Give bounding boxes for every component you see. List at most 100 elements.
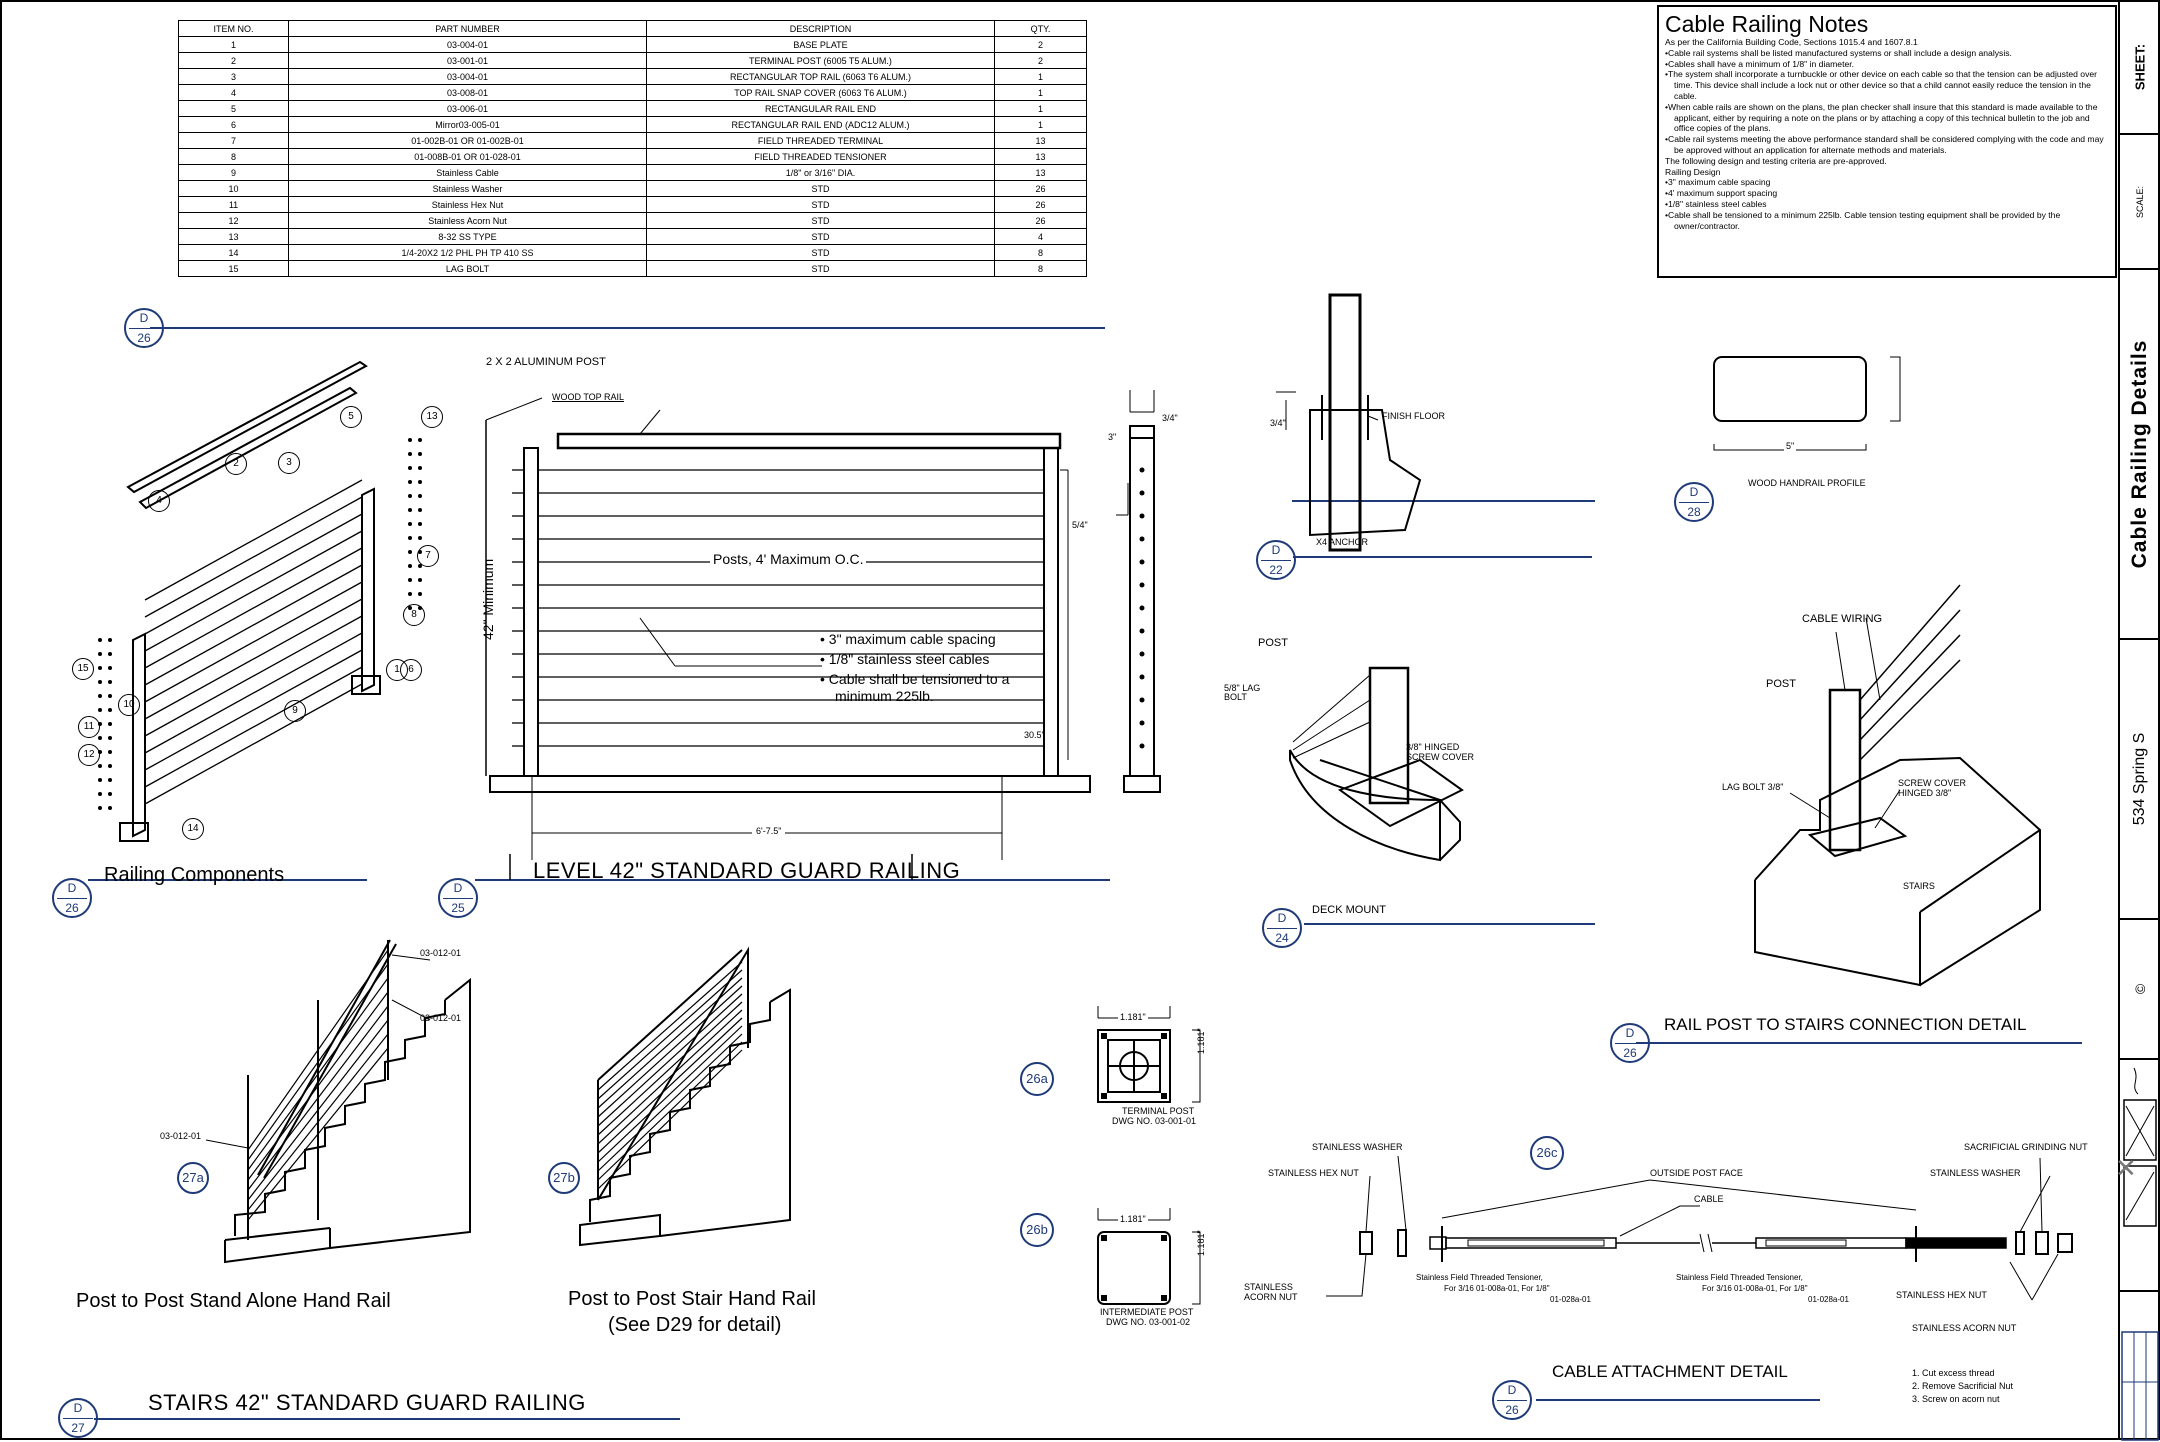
pn-label-3: 03-012-01 xyxy=(160,1131,202,1141)
wood-handrail-label: WOOD HANDRAIL PROFILE xyxy=(1748,478,1866,488)
hardware-dot xyxy=(108,736,112,740)
wood-top-rail-label: WOOD TOP RAIL xyxy=(552,392,625,402)
hardware-dot xyxy=(418,508,422,512)
standalone-title: Post to Post Stand Alone Hand Rail xyxy=(76,1290,391,1312)
anchor-detail xyxy=(1276,293,1422,552)
post-hole xyxy=(1139,513,1145,519)
cable-attachment-detail xyxy=(1326,1155,2073,1301)
hardware-dot xyxy=(108,680,112,684)
parts-cell: 15 xyxy=(178,260,289,277)
note-item: •Cable rail systems meeting the above pe… xyxy=(1665,134,2104,155)
hardware-dot xyxy=(108,750,112,754)
hardware-dot xyxy=(418,522,422,526)
hardware-dot xyxy=(98,666,102,670)
close-icon[interactable]: ✕ xyxy=(2115,1153,2137,1183)
hardware-dot xyxy=(418,452,422,456)
stair-cable-line xyxy=(597,1009,743,1145)
note-item: •Cables shall have a minimum of 1/8" in … xyxy=(1665,58,1855,69)
ss-washer2-label: STAINLESS WASHER xyxy=(1930,1168,2021,1178)
sheet-title-cell: Cable Railing Details xyxy=(2120,270,2160,640)
component-bubble: 8 xyxy=(403,604,425,626)
intermediate-dwg-label: DWG NO. 03-001-02 xyxy=(1106,1317,1191,1327)
stairs-27b-drawing xyxy=(579,946,791,1247)
hardware-dot xyxy=(408,550,412,554)
dim-small-4: 3/4" xyxy=(1270,418,1286,428)
notes-title: Cable Railing Notes xyxy=(1665,11,1869,37)
hardware-dot xyxy=(408,480,412,484)
width-dimension: 6'-7.5" xyxy=(752,826,786,836)
hardware-dot xyxy=(98,806,102,810)
designer-logo-icon xyxy=(2123,1067,2157,1227)
hardware-dot xyxy=(98,764,102,768)
post-sections xyxy=(1097,1006,1201,1305)
ss-hex2-label: STAINLESS HEX NUT xyxy=(1896,1290,1987,1300)
hardware-dot xyxy=(408,564,412,568)
post-hole xyxy=(1139,559,1145,565)
iso-cable-line xyxy=(144,479,363,601)
component-bubble: 11 xyxy=(78,716,100,738)
post-hole xyxy=(1139,720,1145,726)
post-hole xyxy=(1139,743,1145,749)
stair-cable-line xyxy=(597,969,743,1100)
address-cell: 534 Spring S xyxy=(2120,640,2160,920)
ss-hex-label: STAINLESS HEX NUT xyxy=(1268,1168,1359,1178)
post-hole xyxy=(1139,628,1145,634)
iso-cable-line xyxy=(144,564,363,686)
intermediate-post-label: INTERMEDIATE POST xyxy=(1100,1307,1194,1317)
stair-subtitle: (See D29 for detail) xyxy=(608,1314,782,1336)
parts-cell: 8 xyxy=(994,260,1087,277)
parts-cell: STD xyxy=(646,260,995,277)
hardware-dot xyxy=(98,652,102,656)
stair-cable-line xyxy=(247,1019,389,1201)
handrail-profile xyxy=(1713,356,1901,451)
outside-face-label: OUTSIDE POST FACE xyxy=(1650,1168,1743,1178)
tag-27b: 27b xyxy=(548,1162,580,1194)
stair-cable-line xyxy=(597,1001,743,1136)
component-bubble: 14 xyxy=(182,818,204,840)
notes-subheading: The following design and testing criteri… xyxy=(1665,155,1887,166)
sheet-cell: SHEET: xyxy=(2120,0,2160,135)
iso-cable-line xyxy=(144,496,363,618)
post-hole xyxy=(1139,674,1145,680)
stairs42-title: STAIRS 42" STANDARD GUARD RAILING xyxy=(148,1390,586,1415)
iso-cable-line xyxy=(144,598,363,720)
hardware-dot xyxy=(108,764,112,768)
components-title: Railing Components xyxy=(104,864,285,886)
dim-1181a: 1.181" xyxy=(1118,1012,1148,1022)
deck-lag-bolt-label: 5/8" LAG BOLT xyxy=(1224,683,1261,702)
stair-cable-line xyxy=(247,949,389,1151)
hardware-dot xyxy=(418,494,422,498)
level-cables xyxy=(512,469,1044,747)
railing-bullet-3b: minimum 225lb. xyxy=(835,688,934,704)
handrail-width-dim: 5" xyxy=(1784,441,1797,451)
cable-wiring-label: CABLE WIRING xyxy=(1802,613,1883,625)
hardware-dot xyxy=(108,778,112,782)
sacrificial-nut-label: SACRIFICIAL GRINDING NUT xyxy=(1964,1142,2088,1152)
post-hole xyxy=(1139,536,1145,542)
hardware-dot xyxy=(408,438,412,442)
hardware-dot xyxy=(408,466,412,470)
hardware-dot xyxy=(108,694,112,698)
terminal-post-label: TERMINAL POST xyxy=(1122,1106,1195,1116)
hardware-dot xyxy=(98,708,102,712)
copyright-cell: © xyxy=(2120,920,2160,1060)
post-hole xyxy=(1139,697,1145,703)
stair-cable-line xyxy=(597,993,743,1127)
dim-small-1: 3/4" xyxy=(1162,413,1178,423)
tensioner2-label-2: For 3/16 01-008a-01, For 1/8" xyxy=(1702,1284,1808,1293)
post-size-label: 2 X 2 ALUMINUM POST xyxy=(486,356,606,368)
post-hole xyxy=(1139,582,1145,588)
post-hole xyxy=(1139,467,1145,473)
step-1: 1. Cut excess thread xyxy=(1912,1368,1995,1378)
title-block: SHEET: SCALE: Cable Railing Details 534 … xyxy=(2118,0,2160,1441)
component-bubble: 9 xyxy=(284,700,306,722)
